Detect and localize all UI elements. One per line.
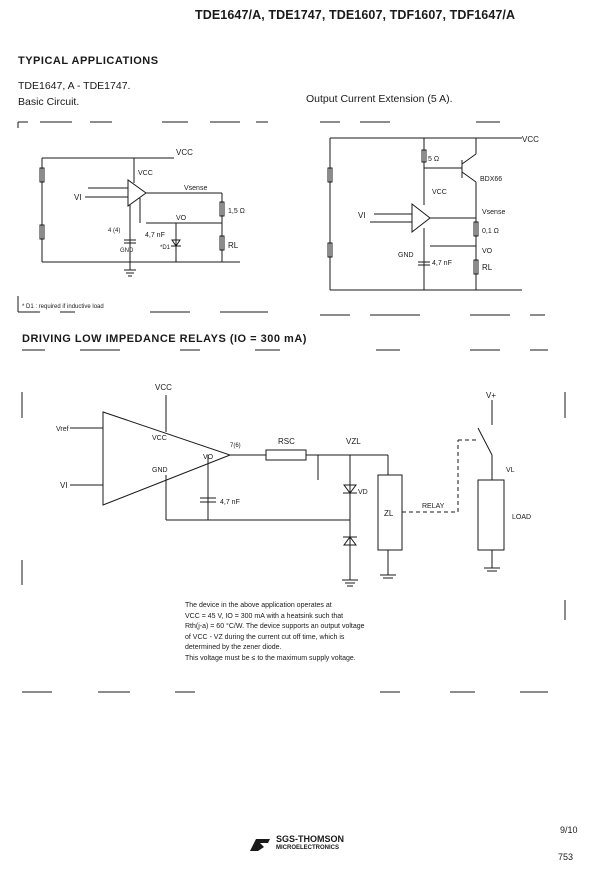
page-number: 753 — [558, 852, 574, 862]
label-vl: VL — [506, 467, 515, 474]
label-vref: Vref — [56, 426, 69, 433]
label-vo-right: VO — [482, 248, 493, 255]
label-cap: 4,7 nF — [145, 232, 165, 239]
label-vcc-top-right: VCC — [522, 135, 539, 144]
label-zl: ZL — [384, 509, 394, 518]
description-line: determined by the zener diode. — [185, 644, 282, 651]
description-line: This voltage must be ≤ to the maximum su… — [185, 654, 356, 662]
application-description: The device in the above application oper… — [185, 601, 365, 664]
label-vsense-right: Vsense — [482, 209, 505, 216]
label-r-sense: 1,5 Ω — [228, 208, 245, 215]
label-gnd: GND — [120, 248, 134, 254]
logo-division: MICROELECTRONICS — [276, 845, 339, 851]
label-load: LOAD — [512, 514, 531, 521]
label-vcc-top: VCC — [176, 148, 193, 157]
description-line: of VCC - VZ during the current cut off t… — [185, 633, 345, 641]
label-vi-right: VI — [358, 211, 366, 220]
label-rl: RL — [228, 241, 239, 250]
subtitle-basic-circuit: Basic Circuit. — [18, 96, 80, 108]
label-r5: 5 Ω — [428, 156, 439, 163]
footnote-d1: * D1 : required if inductive load — [22, 304, 104, 310]
label-vo: VO — [176, 215, 187, 222]
label-pin-relay: 7(6) — [230, 443, 241, 449]
relay-wires — [70, 395, 505, 587]
section-heading-driving-relays: DRIVING LOW IMPEDANCE RELAYS (IO = 300 m… — [22, 333, 307, 345]
logo-company-name: SGS-THOMSON — [276, 834, 345, 844]
label-rsc: RSC — [278, 437, 295, 446]
label-vcc-ic-right: VCC — [432, 189, 447, 196]
label-vd: VD — [358, 489, 368, 496]
st-logo-icon — [250, 839, 270, 851]
label-vsense: Vsense — [184, 185, 207, 192]
label-vi-relay: VI — [60, 481, 68, 490]
label-d1: *D1 — [160, 245, 171, 251]
subtitle-devices: TDE1647, A - TDE1747. — [18, 80, 131, 92]
label-gnd-relay: GND — [152, 467, 168, 474]
page-ratio: 9/10 — [560, 825, 578, 835]
relay-frame — [21, 349, 566, 693]
description-line: The device in the above application oper… — [185, 602, 332, 609]
description-line: VCC = 45 V, IO = 300 mA with a heatsink … — [185, 612, 344, 620]
basic-circuit-wires — [39, 157, 240, 277]
label-gnd-right: GND — [398, 252, 414, 259]
label-pin: 4 (4) — [108, 228, 120, 234]
section-heading-typical-applications: TYPICAL APPLICATIONS — [18, 55, 159, 67]
label-vi: VI — [74, 193, 82, 202]
label-vzl: VZL — [346, 437, 361, 446]
label-vcc-ic-relay: VCC — [152, 435, 167, 442]
output-extension-frame — [320, 121, 545, 316]
output-extension-wires — [327, 137, 522, 291]
description-line: Rth(j-a) = 60 °C/W. The device supports … — [185, 623, 365, 630]
label-bdx66: BDX66 — [480, 176, 502, 183]
label-r01: 0,1 Ω — [482, 228, 499, 235]
label-vo-relay: VO — [203, 454, 214, 461]
basic-circuit-frame — [17, 121, 268, 313]
label-vcc-top-relay: VCC — [155, 383, 172, 392]
label-vplus: V+ — [486, 391, 496, 400]
subtitle-output-current-extension: Output Current Extension (5 A). — [306, 93, 453, 105]
label-vcc-ic: VCC — [138, 170, 153, 177]
label-rl-right: RL — [482, 263, 493, 272]
label-cap-relay: 4,7 nF — [220, 499, 240, 506]
document-title: TDE1647/A, TDE1747, TDE1607, TDF1607, TD… — [195, 8, 516, 22]
label-cap-right: 4,7 nF — [432, 260, 452, 267]
label-relay: RELAY — [422, 503, 445, 510]
